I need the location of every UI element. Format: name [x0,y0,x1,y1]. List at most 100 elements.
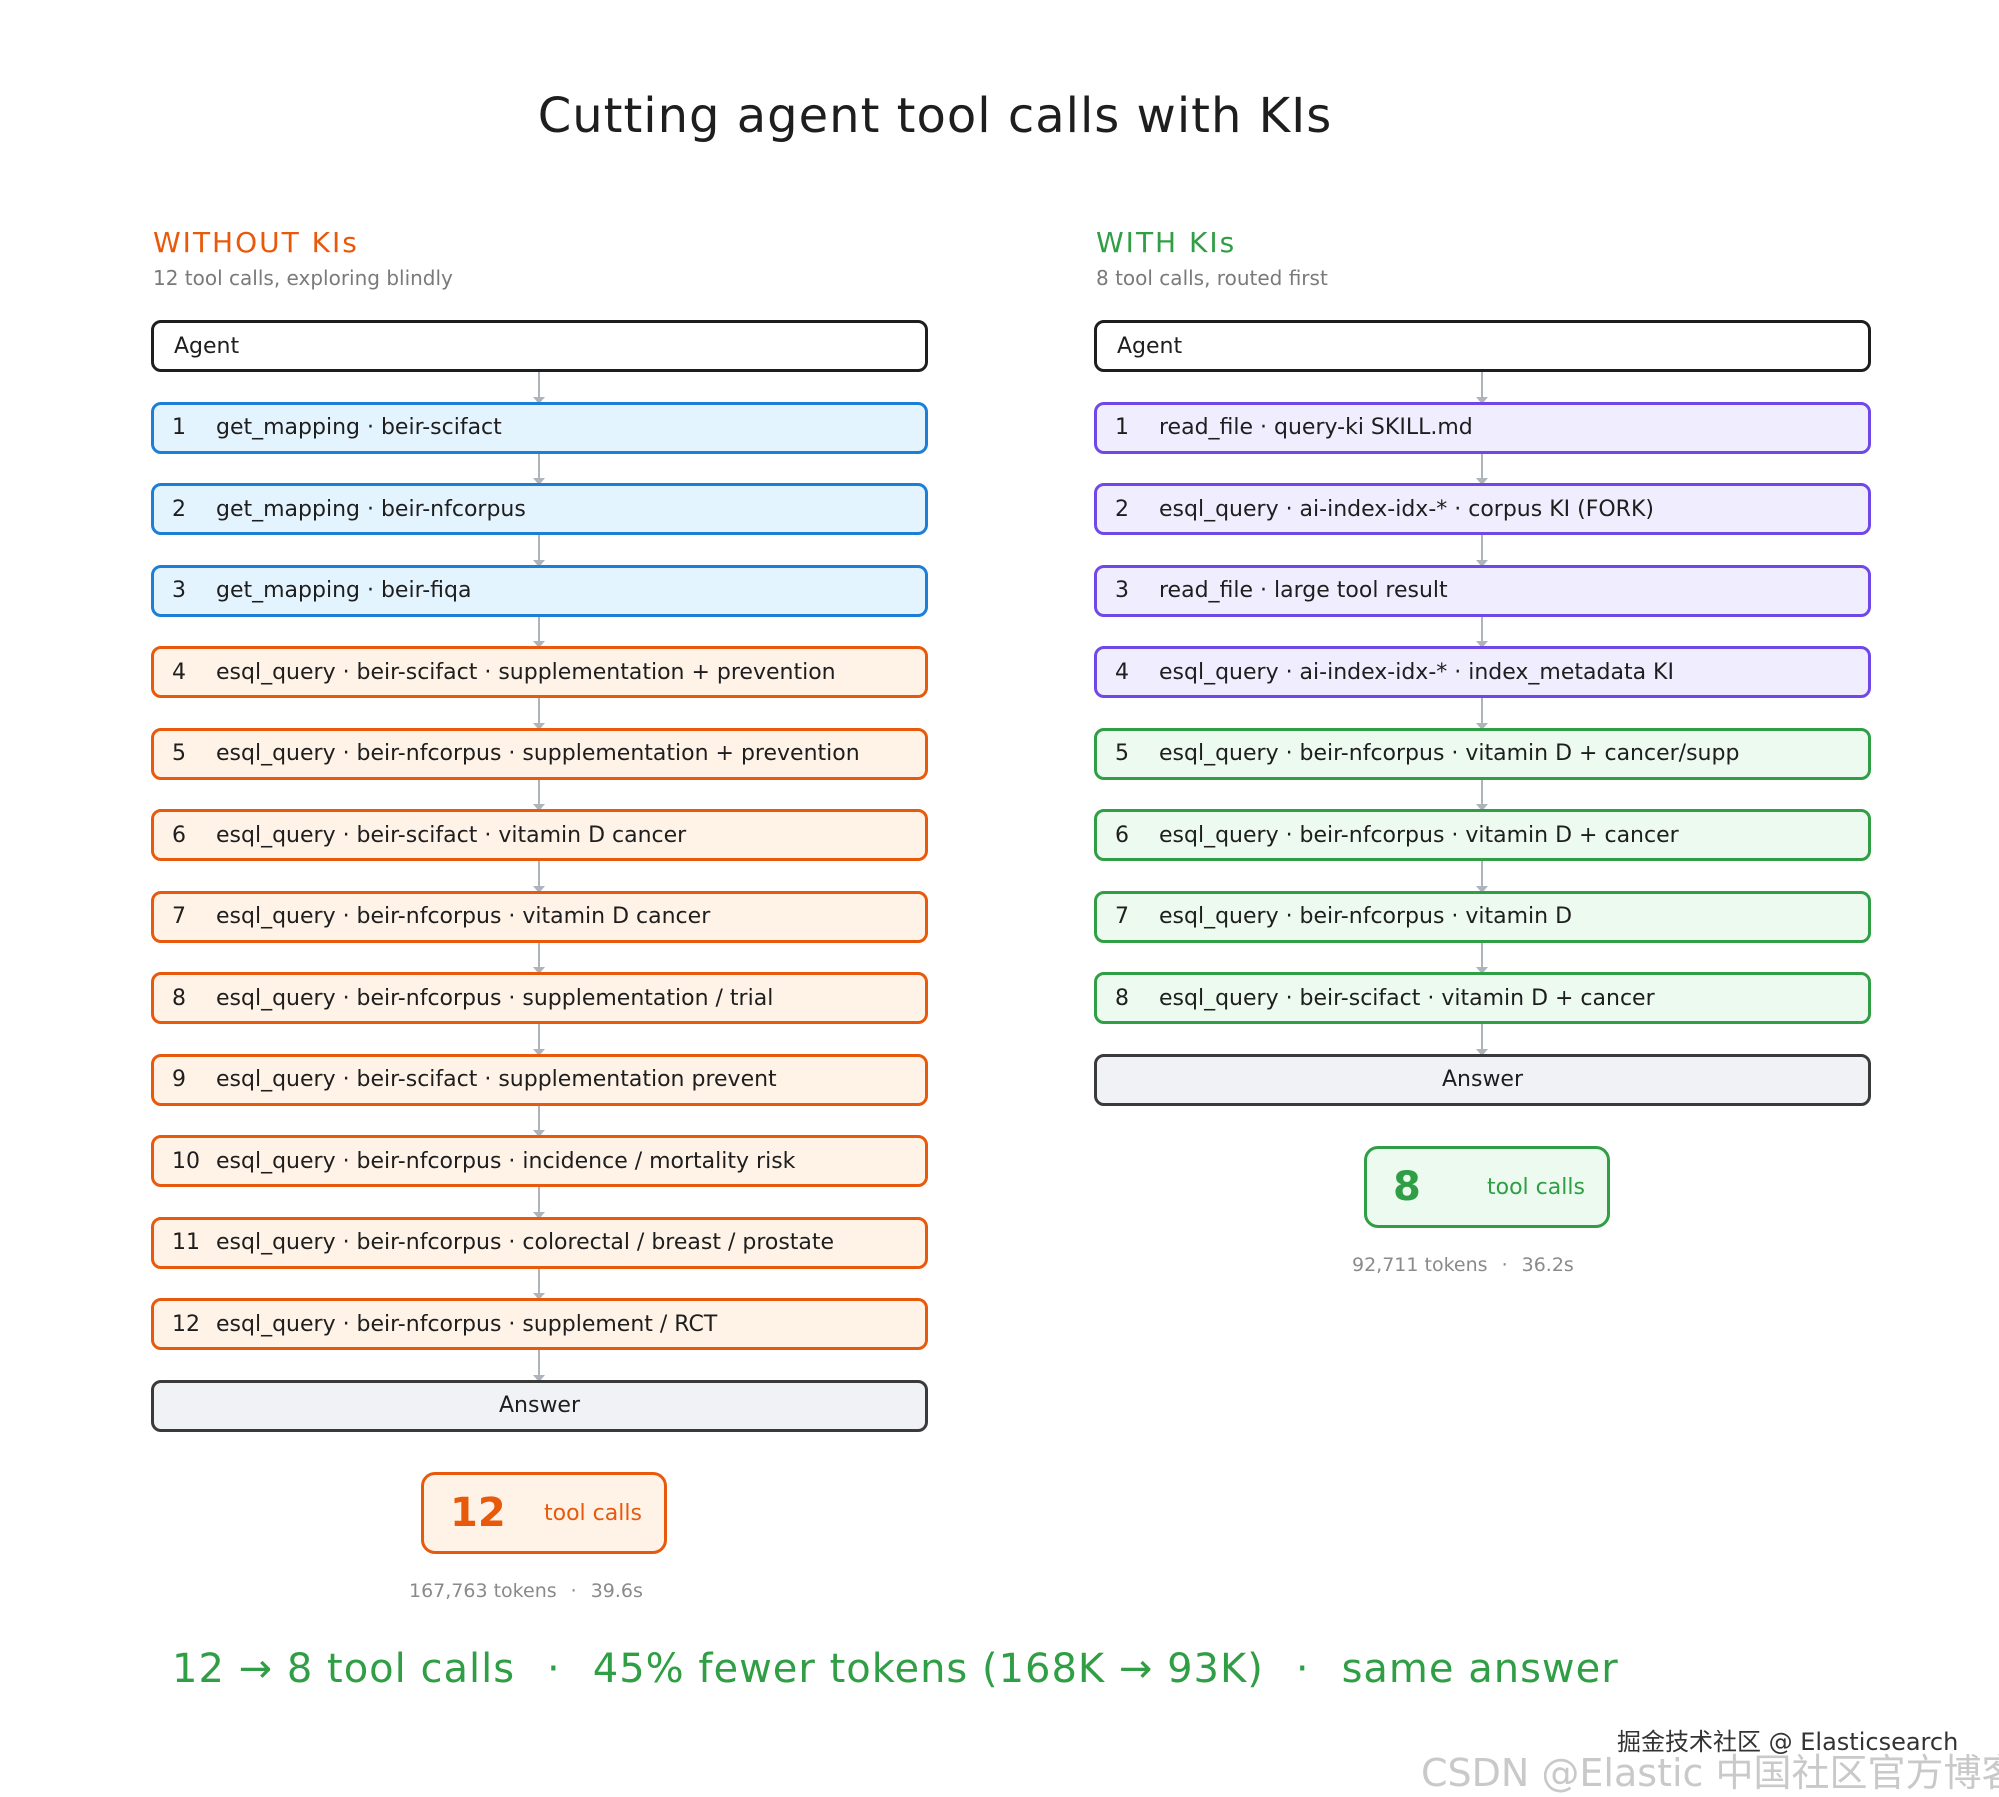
flow-connector [533,1268,545,1300]
step-number: 2 [172,496,186,522]
step-text: esql_query · beir-scifact · vitamin D ca… [216,822,687,848]
summary-answer: same answer [1341,1646,1619,1692]
agent-node: Agent [1094,320,1871,372]
step-text: esql_query · beir-nfcorpus · colorectal … [216,1230,835,1255]
step-text: read_file · query-ki SKILL.md [1159,415,1473,440]
flow-connector [1476,942,1488,974]
with-kis-stats: 92,711 tokens · 36.2s [1352,1254,1574,1276]
step-number: 8 [172,985,186,1011]
badge-label: tool calls [544,1500,642,1526]
agent-node: Agent [151,320,928,372]
step-text: get_mapping · beir-fiqa [216,578,472,603]
step-number: 7 [172,904,186,929]
step-text: esql_query · beir-scifact · vitamin D + … [1159,985,1655,1011]
tool-call-step: 10 esql_query · beir-nfcorpus · incidence… [151,1135,928,1187]
flow-connector [533,616,545,648]
step-number: 3 [172,578,186,603]
flow-connector [533,942,545,974]
with-kis-subheading: 8 tool calls, routed first [1096,266,1328,290]
time-stat: 39.6s [590,1580,643,1602]
step-number: 6 [1115,822,1129,848]
step-number: 7 [1115,904,1129,929]
step-number: 10 [172,1148,200,1174]
summary-line: 12 → 8 tool calls · 45% fewer tokens (168K… [172,1646,1619,1692]
step-number: 4 [1115,659,1129,685]
step-number: 11 [172,1230,200,1255]
badge-label: tool calls [1487,1174,1585,1200]
step-number: 3 [1115,578,1129,603]
answer-node: Answer [151,1379,928,1432]
with-kis-heading: WITH KIs [1096,226,1237,259]
step-text: esql_query · beir-nfcorpus · supplementa… [216,985,774,1011]
tool-call-step: 4 esql_query · ai-index-idx-* · index_met… [1094,646,1871,698]
flow-connector [533,861,545,892]
step-text: esql_query · ai-index-idx-* · index_meta… [1159,659,1674,685]
step-text: get_mapping · beir-nfcorpus [216,496,526,522]
tool-call-step: 3 get_mapping · beir-fiqa [151,564,928,617]
diagram-title: Cutting agent tool calls with KIs [537,88,1333,144]
without-kis-subheading: 12 tool calls, exploring blindly [153,266,453,290]
flow-connector [1476,453,1488,485]
flow-connector [1476,861,1488,892]
flow-connector [533,1024,545,1055]
step-text: esql_query · ai-index-idx-* · corpus KI … [1159,496,1654,522]
tool-call-step: 6 esql_query · beir-nfcorpus · vitamin D … [1094,809,1871,861]
tool-call-step: 2 esql_query · ai-index-idx-* · corpus KI… [1094,483,1871,535]
flow-connector [1476,1024,1488,1055]
tokens-stat: 167,763 tokens [409,1580,557,1602]
tool-call-step: 9 esql_query · beir-scifact · supplementa… [151,1053,928,1106]
tokens-stat: 92,711 tokens [1352,1254,1488,1276]
step-text: esql_query · beir-scifact · supplementat… [216,1067,777,1092]
tool-call-step: 1 read_file · query-ki SKILL.md [1094,401,1871,454]
stats-separator: · [570,1580,577,1602]
step-number: 12 [172,1311,200,1337]
summary-separator: · [1295,1646,1310,1692]
watermark-juejin: 掘金技术社区 @ Elasticsearch [1617,1728,1959,1756]
with-kis-count-badge: 8 tool calls [1364,1146,1610,1228]
flow-connector [1476,535,1488,566]
step-number: 9 [172,1067,186,1092]
step-text: esql_query · beir-nfcorpus · vitamin D +… [1159,822,1679,848]
flow-connector [1476,372,1488,403]
flow-connector [533,372,545,403]
step-number: 2 [1115,496,1129,522]
without-kis-stats: 167,763 tokens · 39.6s [409,1580,643,1602]
flow-connector [533,535,545,566]
step-text: esql_query · beir-nfcorpus · supplement … [216,1311,718,1337]
tool-call-step: 8 esql_query · beir-nfcorpus · supplement… [151,972,928,1024]
step-text: esql_query · beir-nfcorpus · vitamin D +… [1159,741,1740,766]
flow-connector [533,453,545,485]
badge-count: 8 [1393,1164,1421,1210]
tool-call-step: 7 esql_query · beir-nfcorpus · vitamin D [1094,890,1871,943]
flow-connector [1476,779,1488,811]
summary-tokens: 45% fewer tokens (168K → 93K) [592,1646,1264,1692]
tool-call-step: 2 get_mapping · beir-nfcorpus [151,483,928,535]
summary-separator: · [547,1646,561,1692]
step-text: esql_query · beir-nfcorpus · supplementa… [216,741,860,766]
tool-call-step: 11 esql_query · beir-nfcorpus · colorecta… [151,1216,928,1269]
tool-call-step: 12 esql_query · beir-nfcorpus · supplemen… [151,1298,928,1350]
step-number: 1 [172,415,186,440]
step-text: esql_query · beir-scifact · supplementat… [216,659,836,685]
stats-separator: · [1501,1254,1508,1276]
step-text: esql_query · beir-nfcorpus · vitamin D [1159,904,1573,929]
step-text: read_file · large tool result [1159,578,1448,603]
without-kis-heading: WITHOUT KIs [153,226,359,259]
flow-connector [533,698,545,729]
step-number: 1 [1115,415,1129,440]
time-stat: 36.2s [1521,1254,1574,1276]
flow-connector [533,1187,545,1218]
summary-tool-calls: 12 → 8 tool calls [172,1646,516,1692]
watermark-csdn: CSDN @Elastic 中国社区官方博客 [1421,1751,1999,1795]
step-text: get_mapping · beir-scifact [216,415,502,440]
step-text: esql_query · beir-nfcorpus · incidence /… [216,1148,796,1174]
flow-connector [1476,616,1488,648]
flow-connector [533,1105,545,1137]
badge-count: 12 [450,1490,506,1536]
without-kis-count-badge: 12 tool calls [421,1472,667,1554]
